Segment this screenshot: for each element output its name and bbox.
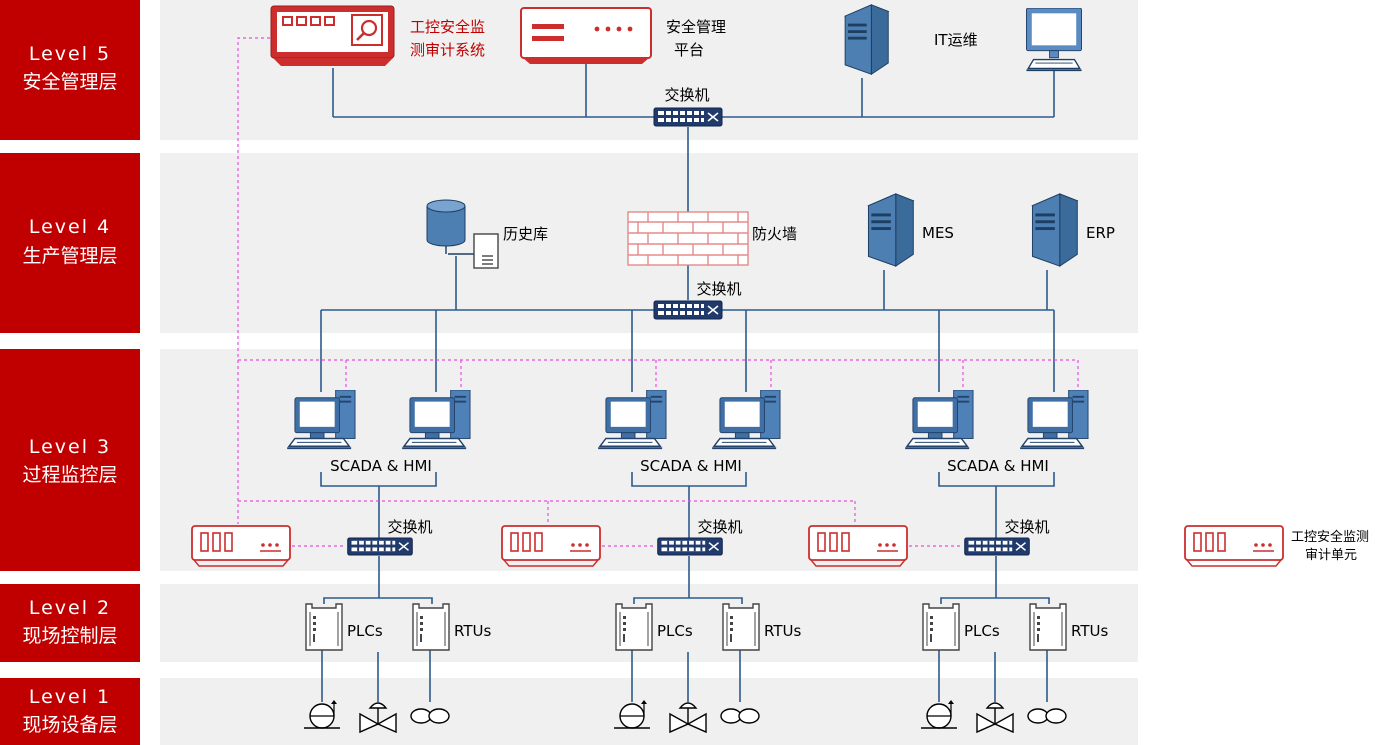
history-db-label: 历史库 [503, 225, 548, 243]
scada-hmi-workstation-icon[interactable] [287, 390, 357, 450]
level-4-box: Level 4 生产管理层 [0, 153, 140, 333]
level-1-name: 现场设备层 [22, 714, 117, 736]
level-1-box: Level 1 现场设备层 [0, 678, 140, 745]
audit-system-device[interactable] [270, 5, 395, 66]
level-5-name: 安全管理层 [22, 71, 117, 93]
rtu-icon[interactable] [412, 603, 450, 651]
scada-hmi-workstation-icon[interactable] [712, 390, 782, 450]
mes-label: MES [922, 224, 954, 242]
switch-l3a-icon[interactable] [346, 537, 414, 556]
switch-l3b-icon[interactable] [656, 537, 724, 556]
switch-l3a-label: 交换机 [387, 518, 432, 536]
rtus-label-3: RTUs [1071, 622, 1108, 640]
audit-unit-icon[interactable] [808, 525, 908, 567]
level-2-name: 现场控制层 [22, 625, 117, 647]
audit-unit-icon[interactable] [191, 525, 291, 567]
legend-audit-unit-icon [1184, 525, 1284, 567]
legend-label-line1: 工控安全监测 [1291, 529, 1369, 545]
scada-hmi-workstation-icon[interactable] [1020, 390, 1090, 450]
history-db-icon[interactable] [426, 199, 499, 269]
it-ops-monitor-icon[interactable] [1025, 8, 1083, 72]
legend: 工控安全监测 审计单元 [1184, 525, 1369, 567]
switch-l5-icon[interactable] [652, 107, 724, 127]
level-4-name: 生产管理层 [22, 245, 117, 267]
switch-l5-label: 交换机 [664, 86, 709, 104]
rtus-label-2: RTUs [764, 622, 801, 640]
erp-label: ERP [1086, 224, 1115, 242]
legend-label-line2: 审计单元 [1305, 548, 1357, 563]
audit-system-label-line2: 测审计系统 [410, 41, 485, 59]
firewall-label: 防火墙 [752, 225, 797, 243]
band-level-3 [160, 349, 1138, 571]
security-platform-label-line2: 平台 [674, 41, 704, 59]
level-3-name: 过程监控层 [22, 464, 117, 486]
rtu-icon[interactable] [1029, 603, 1067, 651]
scada-hmi-label-1: SCADA & HMI [330, 457, 432, 475]
scada-hmi-workstation-icon[interactable] [402, 390, 472, 450]
audit-system-label-line1: 工控安全监 [410, 18, 485, 36]
plcs-label-2: PLCs [657, 622, 693, 640]
level-2-code: Level 2 [29, 597, 111, 619]
security-platform-label-line1: 安全管理 [666, 18, 726, 36]
plc-icon[interactable] [922, 603, 960, 651]
level-5-code: Level 5 [29, 43, 111, 65]
rtus-label-1: RTUs [454, 622, 491, 640]
switch-l3b-label: 交换机 [697, 518, 742, 536]
level-2-box: Level 2 现场控制层 [0, 584, 140, 662]
audit-mirror-links [237, 37, 1079, 547]
scada-hmi-label-3: SCADA & HMI [947, 457, 1049, 475]
level-3-box: Level 3 过程监控层 [0, 349, 140, 571]
plc-icon[interactable] [615, 603, 653, 651]
plc-icon[interactable] [305, 603, 343, 651]
rtu-icon[interactable] [722, 603, 760, 651]
level-4-code: Level 4 [29, 216, 111, 238]
plcs-label-1: PLCs [347, 622, 383, 640]
plcs-label-3: PLCs [964, 622, 1000, 640]
switch-l3c-label: 交换机 [1004, 518, 1049, 536]
level-3-code: Level 3 [29, 436, 111, 458]
level-labels: Level 5 安全管理层 Level 4 生产管理层 Level 3 过程监控… [0, 0, 140, 745]
audit-unit-icon[interactable] [501, 525, 601, 567]
mes-server-icon[interactable] [867, 193, 914, 267]
network-links [320, 62, 1055, 702]
erp-server-icon[interactable] [1031, 193, 1078, 267]
it-ops-server-icon[interactable] [844, 4, 889, 75]
switch-l4-icon[interactable] [652, 300, 724, 320]
band-level-1 [160, 678, 1138, 745]
it-ops-label: IT运维 [934, 31, 978, 49]
security-platform-device[interactable] [520, 7, 652, 64]
scada-hmi-workstation-icon[interactable] [905, 390, 975, 450]
level-5-box: Level 5 安全管理层 [0, 0, 140, 140]
scada-hmi-workstation-icon[interactable] [598, 390, 668, 450]
level-1-code: Level 1 [29, 686, 111, 708]
firewall-icon[interactable] [627, 211, 749, 266]
switch-l4-label: 交换机 [696, 280, 741, 298]
switch-l3c-icon[interactable] [963, 537, 1031, 556]
scada-hmi-label-2: SCADA & HMI [640, 457, 742, 475]
